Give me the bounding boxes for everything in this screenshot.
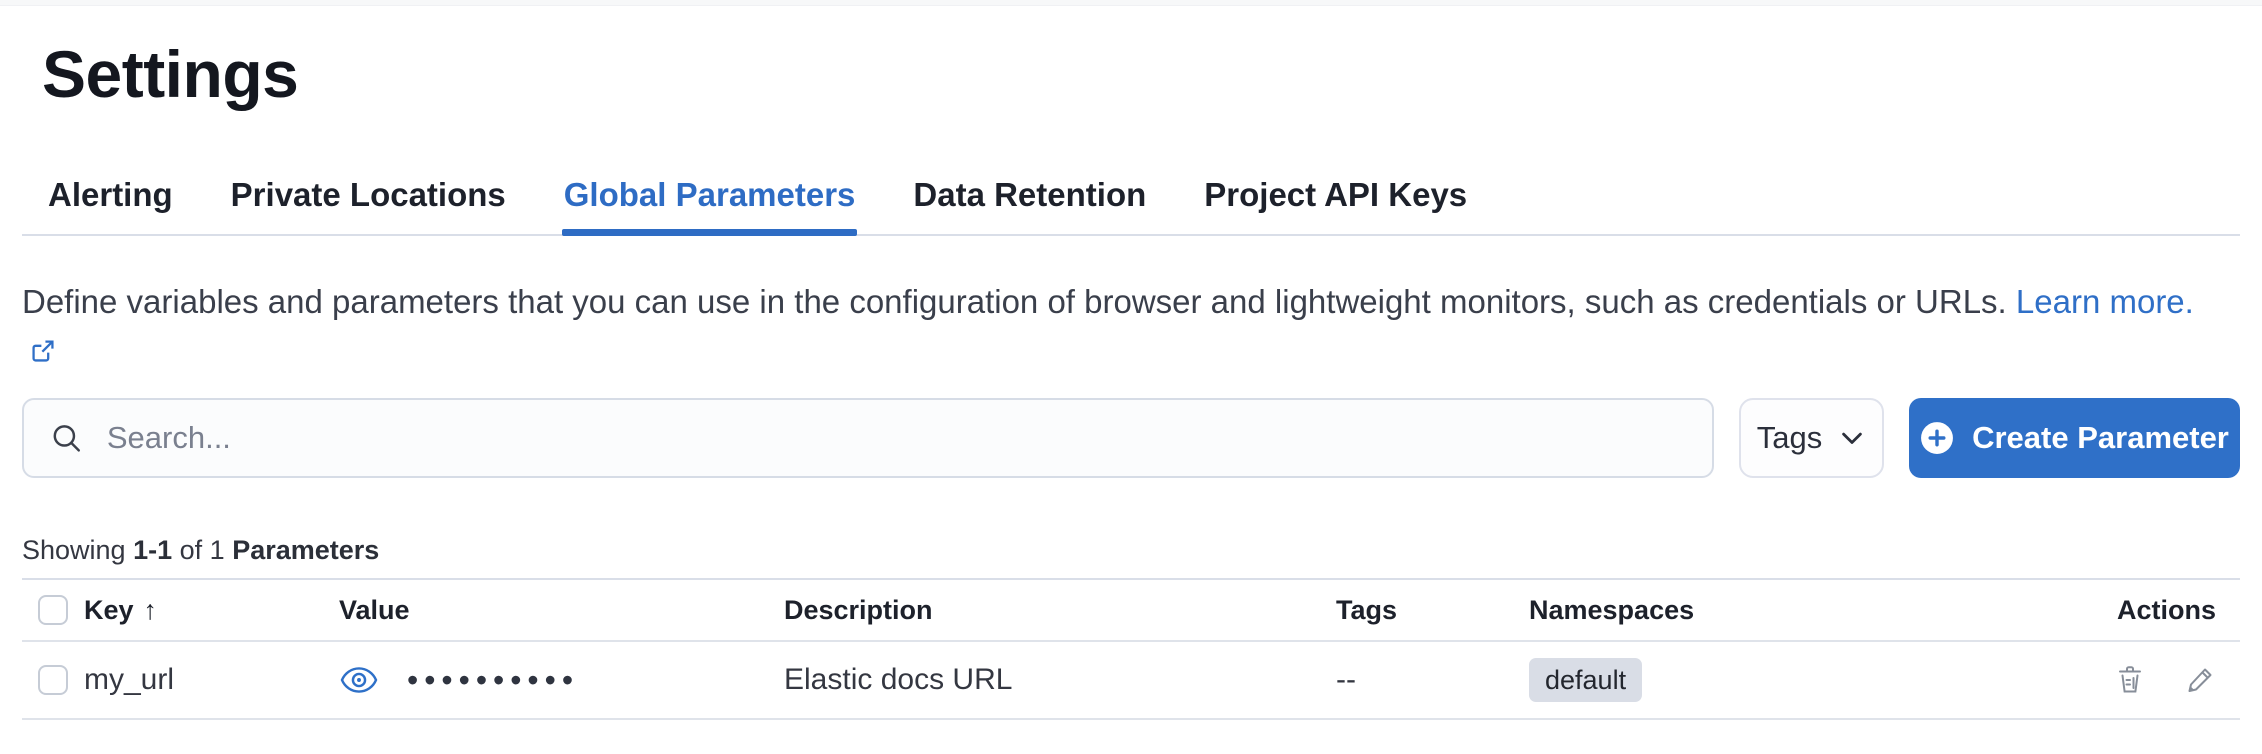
masked-value: •••••••••• (407, 661, 580, 698)
learn-more-link[interactable]: Learn more. (22, 283, 2194, 368)
page-description: Define variables and parameters that you… (22, 278, 2202, 374)
eye-icon (340, 667, 378, 693)
chevron-down-icon (1842, 432, 1863, 444)
top-edge-strip (0, 0, 2262, 6)
column-header-actions: Actions (2116, 594, 2240, 626)
tags-filter-button[interactable]: Tags (1739, 398, 1884, 478)
summary-showing: Showing (22, 535, 126, 565)
parameter-tags: -- (1336, 663, 1356, 696)
header-checkbox-cell (22, 595, 84, 625)
description-header-label: Description (784, 594, 933, 625)
tab-project-api-keys[interactable]: Project API Keys (1204, 176, 1468, 213)
table-header-row: Key Value Description Tags Namespaces Ac… (22, 580, 2240, 642)
page-title: Settings (42, 37, 299, 111)
select-all-checkbox[interactable] (38, 595, 68, 625)
row-value-cell: •••••••••• (339, 662, 784, 699)
column-header-namespaces: Namespaces (1529, 595, 2120, 626)
tab-private-locations[interactable]: Private Locations (230, 176, 506, 213)
external-link-icon (32, 340, 54, 362)
results-summary: Showing 1-1 of 1 Parameters (22, 534, 2240, 566)
row-namespaces-cell: default (1529, 658, 2120, 702)
actions-header-label: Actions (2116, 594, 2216, 625)
parameters-table: Key Value Description Tags Namespaces Ac… (22, 578, 2240, 720)
tab-global-parameters[interactable]: Global Parameters (561, 176, 858, 236)
summary-range: 1-1 (133, 535, 173, 565)
reveal-value-button[interactable] (339, 663, 379, 697)
row-description-cell: Elastic docs URL (784, 663, 1336, 697)
create-parameter-button[interactable]: Create Parameter (1909, 398, 2240, 478)
table-row: my_url •••••••••• Elastic docs URL -- (22, 642, 2240, 720)
row-tags-cell: -- (1336, 663, 1529, 697)
value-header-label: Value (339, 594, 410, 625)
sort-ascending-icon (144, 595, 158, 626)
edit-parameter-button[interactable] (2184, 663, 2216, 697)
settings-tabs: Alerting Private Locations Global Parame… (22, 176, 2240, 236)
tags-button-label: Tags (1756, 420, 1823, 455)
description-text: Define variables and parameters that you… (22, 283, 2007, 320)
namespaces-header-label: Namespaces (1529, 594, 1695, 625)
summary-entity: Parameters (232, 535, 380, 565)
trash-icon (2119, 666, 2141, 693)
tab-alerting[interactable]: Alerting (48, 176, 173, 213)
column-header-description: Description (784, 595, 1336, 626)
create-parameter-label: Create Parameter (1972, 420, 2229, 455)
column-header-value: Value (339, 595, 784, 626)
delete-parameter-button[interactable] (2114, 663, 2146, 697)
parameter-key: my_url (84, 663, 175, 696)
search-input[interactable] (104, 419, 1686, 457)
row-actions-cell (2119, 663, 2240, 697)
settings-page: Settings Alerting Private Locations Glob… (0, 36, 2262, 720)
learn-more-label: Learn more. (2015, 283, 2194, 320)
tab-data-retention[interactable]: Data Retention (913, 176, 1147, 213)
search-box[interactable] (22, 398, 1714, 478)
search-icon (53, 425, 80, 452)
pencil-icon (2188, 668, 2212, 692)
row-checkbox[interactable] (38, 665, 68, 695)
row-checkbox-cell (22, 665, 84, 695)
parameter-description: Elastic docs URL (784, 663, 1013, 696)
column-header-tags: Tags (1336, 595, 1529, 626)
column-header-key[interactable]: Key (84, 595, 339, 626)
plus-in-circle-icon (1921, 422, 1954, 454)
row-key-cell: my_url (84, 663, 339, 697)
key-header-label[interactable]: Key (84, 594, 134, 625)
summary-of: of 1 (179, 535, 225, 565)
namespace-badge: default (1529, 658, 1643, 702)
tags-header-label: Tags (1336, 594, 1398, 625)
parameters-toolbar: Tags Create Parameter (22, 398, 2240, 478)
